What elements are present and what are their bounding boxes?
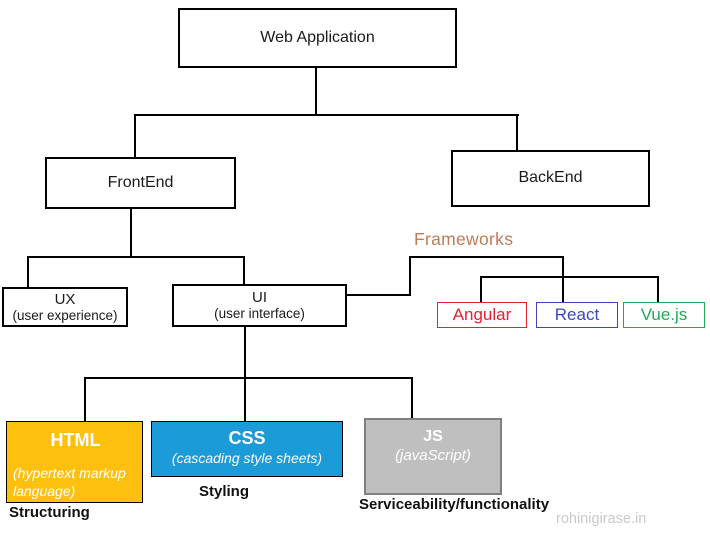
connector-line bbox=[315, 67, 317, 115]
node-css: CSS (cascading style sheets) bbox=[151, 421, 343, 477]
node-backend: BackEnd bbox=[451, 150, 650, 207]
framework-label: Vue.js bbox=[640, 305, 688, 324]
caption-serviceability: Serviceability/functionality bbox=[359, 496, 550, 513]
connector-line bbox=[130, 208, 132, 258]
framework-label: React bbox=[554, 305, 600, 324]
connector-line bbox=[516, 114, 518, 151]
connector-line bbox=[134, 114, 136, 158]
node-ux: UX (user experience) bbox=[2, 287, 128, 327]
connector-line bbox=[244, 377, 246, 421]
caption-structuring: Structuring bbox=[9, 504, 90, 521]
node-sublabel: (user experience) bbox=[12, 307, 118, 323]
connector-line bbox=[409, 256, 564, 258]
connector-line bbox=[480, 276, 658, 278]
node-web-application: Web Application bbox=[178, 8, 457, 68]
connector-line bbox=[347, 294, 411, 296]
caption-styling: Styling bbox=[199, 483, 250, 500]
node-sublabel: (hypertext markup language) bbox=[13, 464, 126, 499]
node-sublabel: (user interface) bbox=[214, 306, 305, 322]
node-angular: Angular bbox=[437, 302, 527, 328]
node-react: React bbox=[536, 302, 618, 328]
watermark: rohinigirase.in bbox=[556, 511, 647, 527]
node-label: JS bbox=[423, 428, 443, 445]
node-html: HTML (hypertext markup language) bbox=[6, 421, 143, 503]
node-label: HTML bbox=[50, 430, 101, 450]
node-label: BackEnd bbox=[518, 169, 583, 187]
node-vuejs: Vue.js bbox=[623, 302, 705, 328]
connector-line bbox=[84, 377, 86, 421]
connector-line bbox=[27, 256, 245, 258]
node-label: CSS bbox=[228, 428, 266, 448]
connector-line bbox=[134, 114, 519, 116]
node-js: JS (javaScript) bbox=[364, 418, 502, 495]
node-label: Web Application bbox=[260, 28, 375, 46]
connector-line bbox=[409, 256, 411, 296]
node-ui: UI (user interface) bbox=[172, 284, 347, 327]
connector-line bbox=[657, 276, 659, 302]
node-label: UX bbox=[54, 290, 76, 308]
connector-line bbox=[27, 256, 29, 288]
node-label: UI bbox=[252, 289, 267, 307]
connector-line bbox=[84, 377, 413, 379]
connector-line bbox=[411, 377, 413, 419]
node-sublabel: (javaScript) bbox=[395, 447, 471, 464]
connector-line bbox=[480, 276, 482, 302]
framework-label: Angular bbox=[452, 305, 512, 324]
connector-line bbox=[562, 256, 564, 302]
node-frontend: FrontEnd bbox=[45, 157, 236, 209]
connector-line bbox=[243, 256, 245, 286]
node-sublabel: (cascading style sheets) bbox=[171, 450, 323, 466]
connector-line bbox=[244, 326, 246, 378]
node-label: FrontEnd bbox=[107, 173, 174, 191]
frameworks-title: Frameworks bbox=[414, 229, 514, 249]
